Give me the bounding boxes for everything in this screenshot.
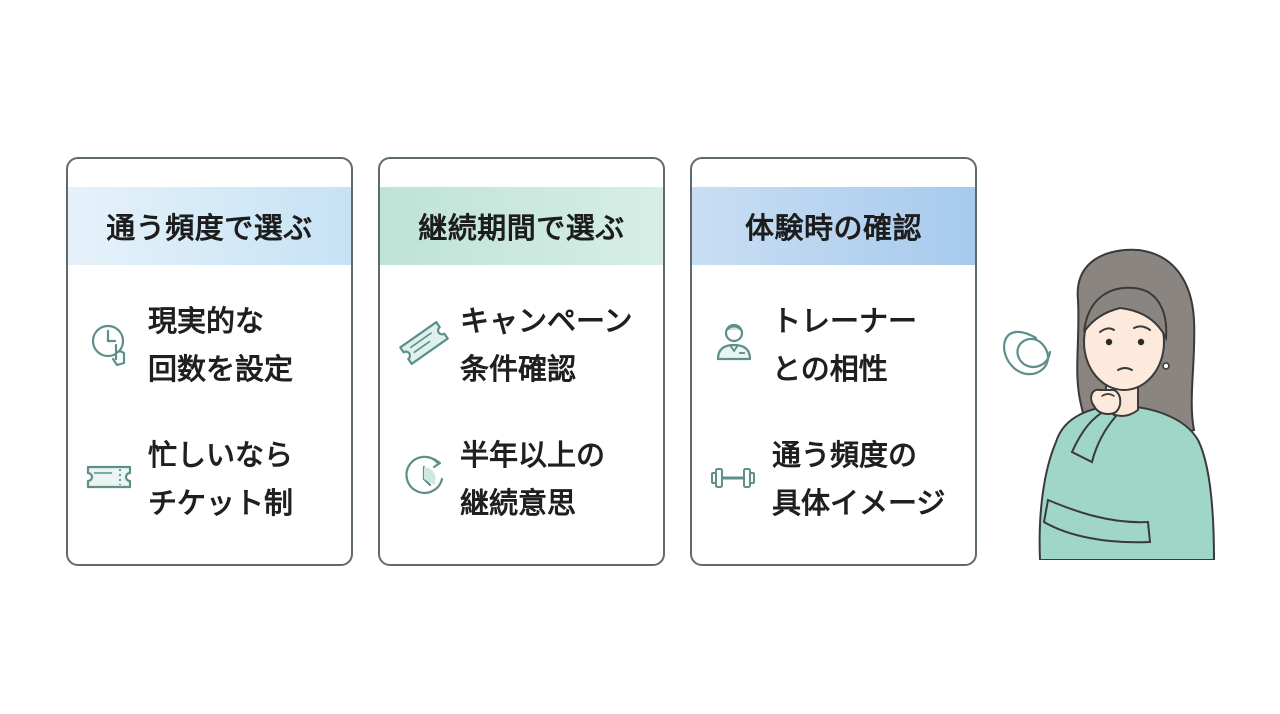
card-title: 通う頻度で選ぶ	[68, 187, 351, 265]
timer-icon	[405, 455, 444, 494]
card-title: 体験時の確認	[692, 187, 975, 265]
item-text: トレーナー との相性	[772, 297, 917, 393]
list-item: 現実的な 回数を設定	[68, 297, 351, 407]
item-text: キャンペーン 条件確認	[460, 297, 633, 393]
item-line-2: との相性	[772, 352, 888, 386]
item-line-2: 回数を設定	[148, 352, 294, 386]
list-item: 半年以上の 継続意思	[380, 431, 663, 541]
list-item: 通う頻度の 具体イメージ	[692, 431, 975, 541]
item-text: 忙しいなら チケット制	[148, 431, 293, 527]
card-trial: 体験時の確認 トレーナー との相性 通う頻度	[690, 157, 977, 566]
trainer-icon	[716, 323, 752, 361]
item-line-1: 忙しいなら	[148, 438, 294, 472]
item-line-1: 現実的な	[148, 304, 265, 338]
card-frequency: 通う頻度で選ぶ 現実的な 回数を設定 忙しいなら チケット制	[66, 157, 353, 566]
item-line-2: 具体イメージ	[772, 486, 946, 520]
item-line-2: チケット制	[148, 486, 294, 520]
item-line-1: 通う頻度の	[772, 438, 918, 472]
thinking-woman-illustration	[1003, 248, 1216, 560]
item-line-1: 半年以上の	[460, 438, 606, 472]
clock-hand-icon	[91, 324, 126, 367]
confusion-swirl-icon	[1003, 330, 1052, 376]
item-line-2: 条件確認	[460, 352, 577, 386]
list-item: トレーナー との相性	[692, 297, 975, 407]
item-line-1: キャンペーン	[460, 304, 633, 338]
item-text: 通う頻度の 具体イメージ	[772, 431, 945, 527]
list-item: キャンペーン 条件確認	[380, 297, 663, 407]
card-duration: 継続期間で選ぶ キャンペーン 条件確認 半年以上の	[378, 157, 665, 566]
item-line-1: トレーナー	[772, 304, 918, 338]
dumbbell-icon	[711, 468, 755, 488]
item-text: 現実的な 回数を設定	[148, 297, 293, 393]
item-text: 半年以上の 継続意思	[460, 431, 605, 527]
ticket-icon	[86, 465, 132, 489]
list-item: 忙しいなら チケット制	[68, 431, 351, 541]
coupon-icon	[399, 321, 449, 365]
card-title: 継続期間で選ぶ	[380, 187, 663, 265]
item-line-2: 継続意思	[460, 486, 577, 520]
